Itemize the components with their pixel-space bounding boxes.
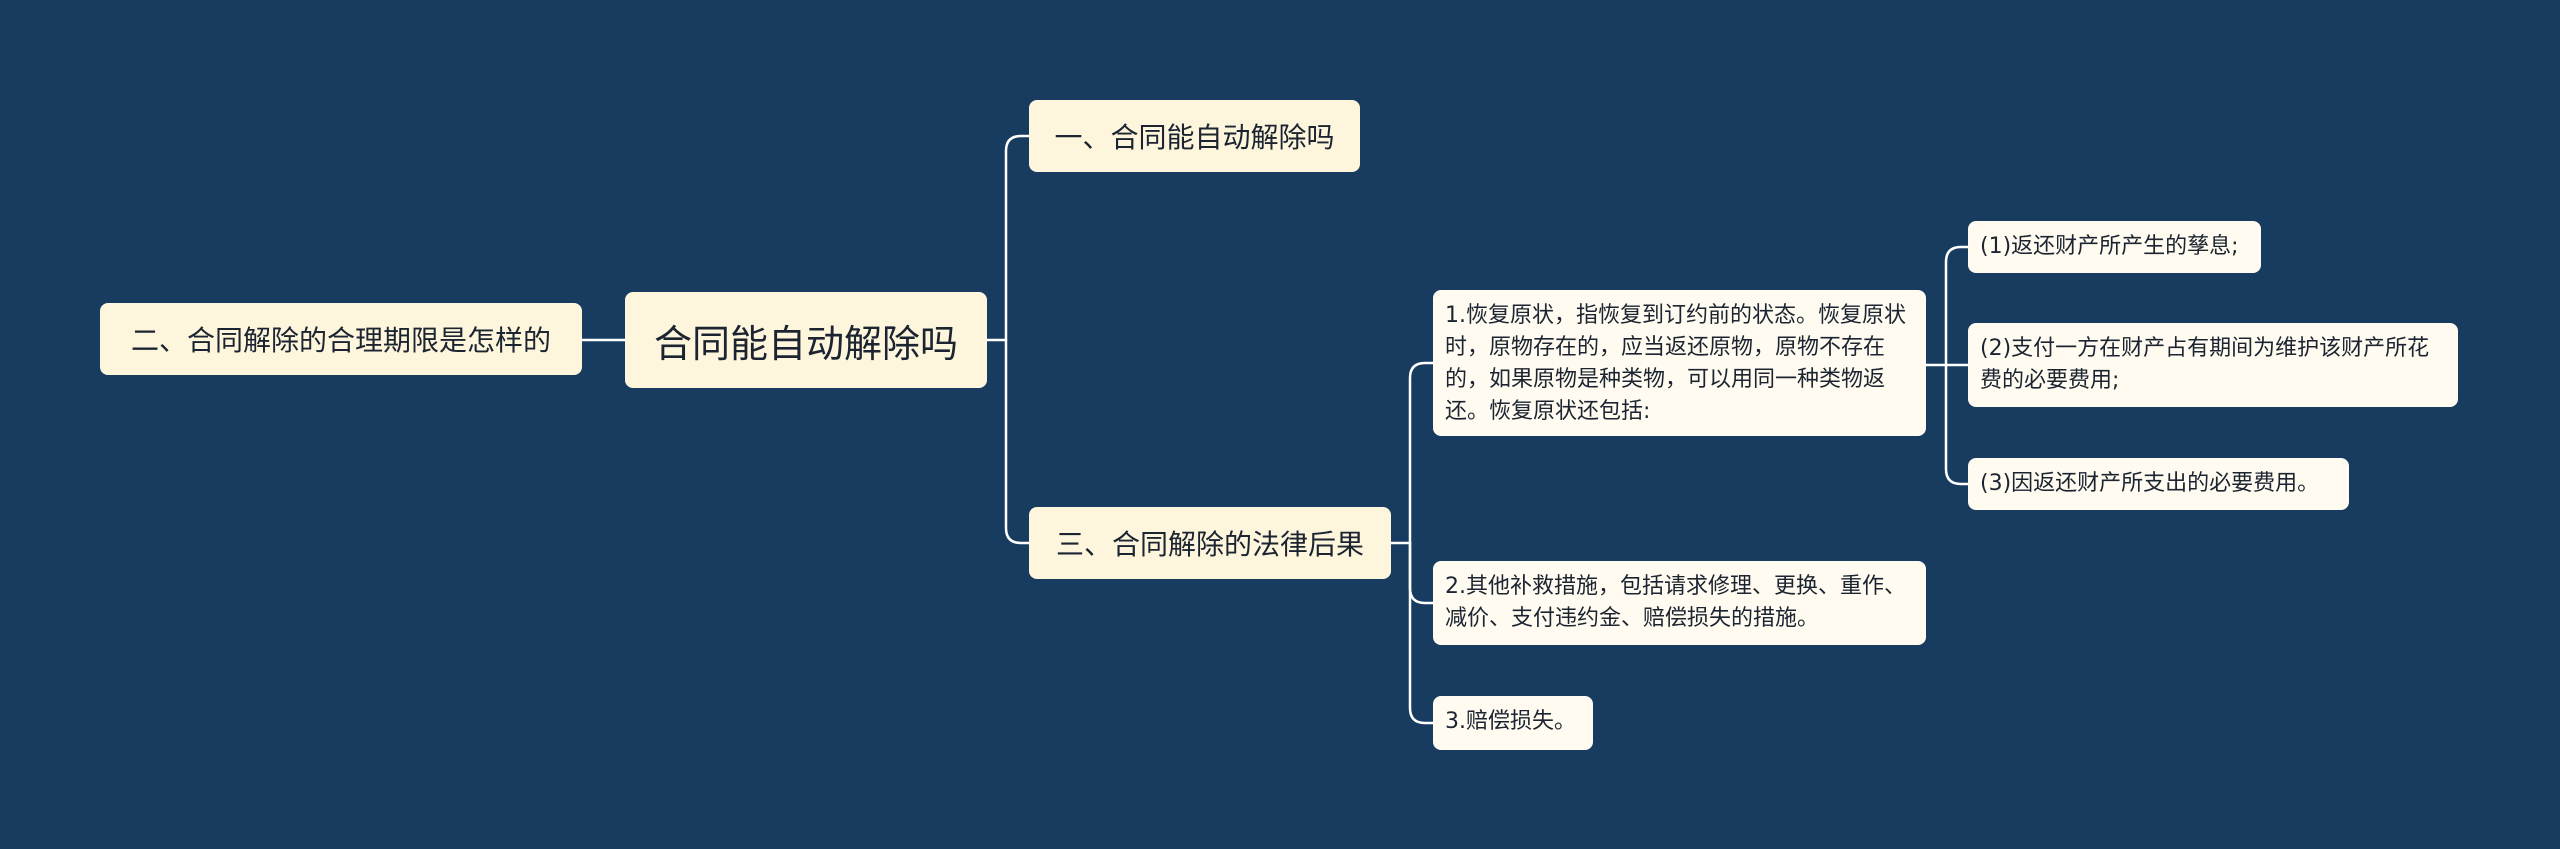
left-branch-label: 二、合同解除的合理期限是怎样的: [130, 324, 551, 357]
edge-to-c2: [1408, 541, 1435, 605]
branch-node-q3[interactable]: 三、合同解除的法律后果: [1029, 507, 1391, 579]
child-node-restore[interactable]: 1.恢复原状，指恢复到订约前的状态。恢复原状时，原物存在的，应当返还原物，原物不…: [1433, 290, 1926, 436]
child-node-remedies[interactable]: 2.其他补救措施，包括请求修理、更换、重作、减价、支付违约金、赔偿损失的措施。: [1433, 561, 1926, 645]
child-restore-label: 1.恢复原状，指恢复到订约前的状态。恢复原状时，原物存在的，应当返还原物，原物不…: [1445, 303, 1906, 424]
edge-to-q1: [1004, 134, 1031, 342]
child-node-damages[interactable]: 3.赔偿损失。: [1433, 696, 1593, 750]
leaf-1-label: (1)返还财产所产生的孳息;: [1980, 234, 2239, 259]
branch-node-q1[interactable]: 一、合同能自动解除吗: [1029, 100, 1360, 172]
edge-to-c1: [1408, 361, 1435, 545]
leaf-2-label: (2)支付一方在财产占有期间为维护该财产所花费的必要费用;: [1980, 336, 2430, 393]
root-node-label: 合同能自动解除吗: [653, 321, 958, 366]
branch-q3-label: 三、合同解除的法律后果: [1055, 528, 1364, 561]
branch-q1-label: 一、合同能自动解除吗: [1054, 121, 1335, 154]
edge-to-q3: [1004, 338, 1031, 545]
left-branch-node[interactable]: 二、合同解除的合理期限是怎样的: [100, 303, 582, 375]
child-remedies-label: 2.其他补救措施，包括请求修理、更换、重作、减价、支付违约金、赔偿损失的措施。: [1445, 574, 1906, 631]
leaf-node-1[interactable]: (1)返还财产所产生的孳息;: [1968, 221, 2261, 273]
leaf-node-2[interactable]: (2)支付一方在财产占有期间为维护该财产所花费的必要费用;: [1968, 323, 2458, 407]
root-node[interactable]: 合同能自动解除吗: [625, 292, 987, 388]
leaf-3-label: (3)因返还财产所支出的必要费用。: [1980, 471, 2320, 496]
leaf-node-3[interactable]: (3)因返还财产所支出的必要费用。: [1968, 458, 2349, 510]
edge-to-c3: [1408, 541, 1435, 725]
child-damages-label: 3.赔偿损失。: [1445, 709, 1576, 734]
edge-to-d3: [1944, 363, 1970, 486]
edge-to-d1: [1944, 245, 1970, 367]
